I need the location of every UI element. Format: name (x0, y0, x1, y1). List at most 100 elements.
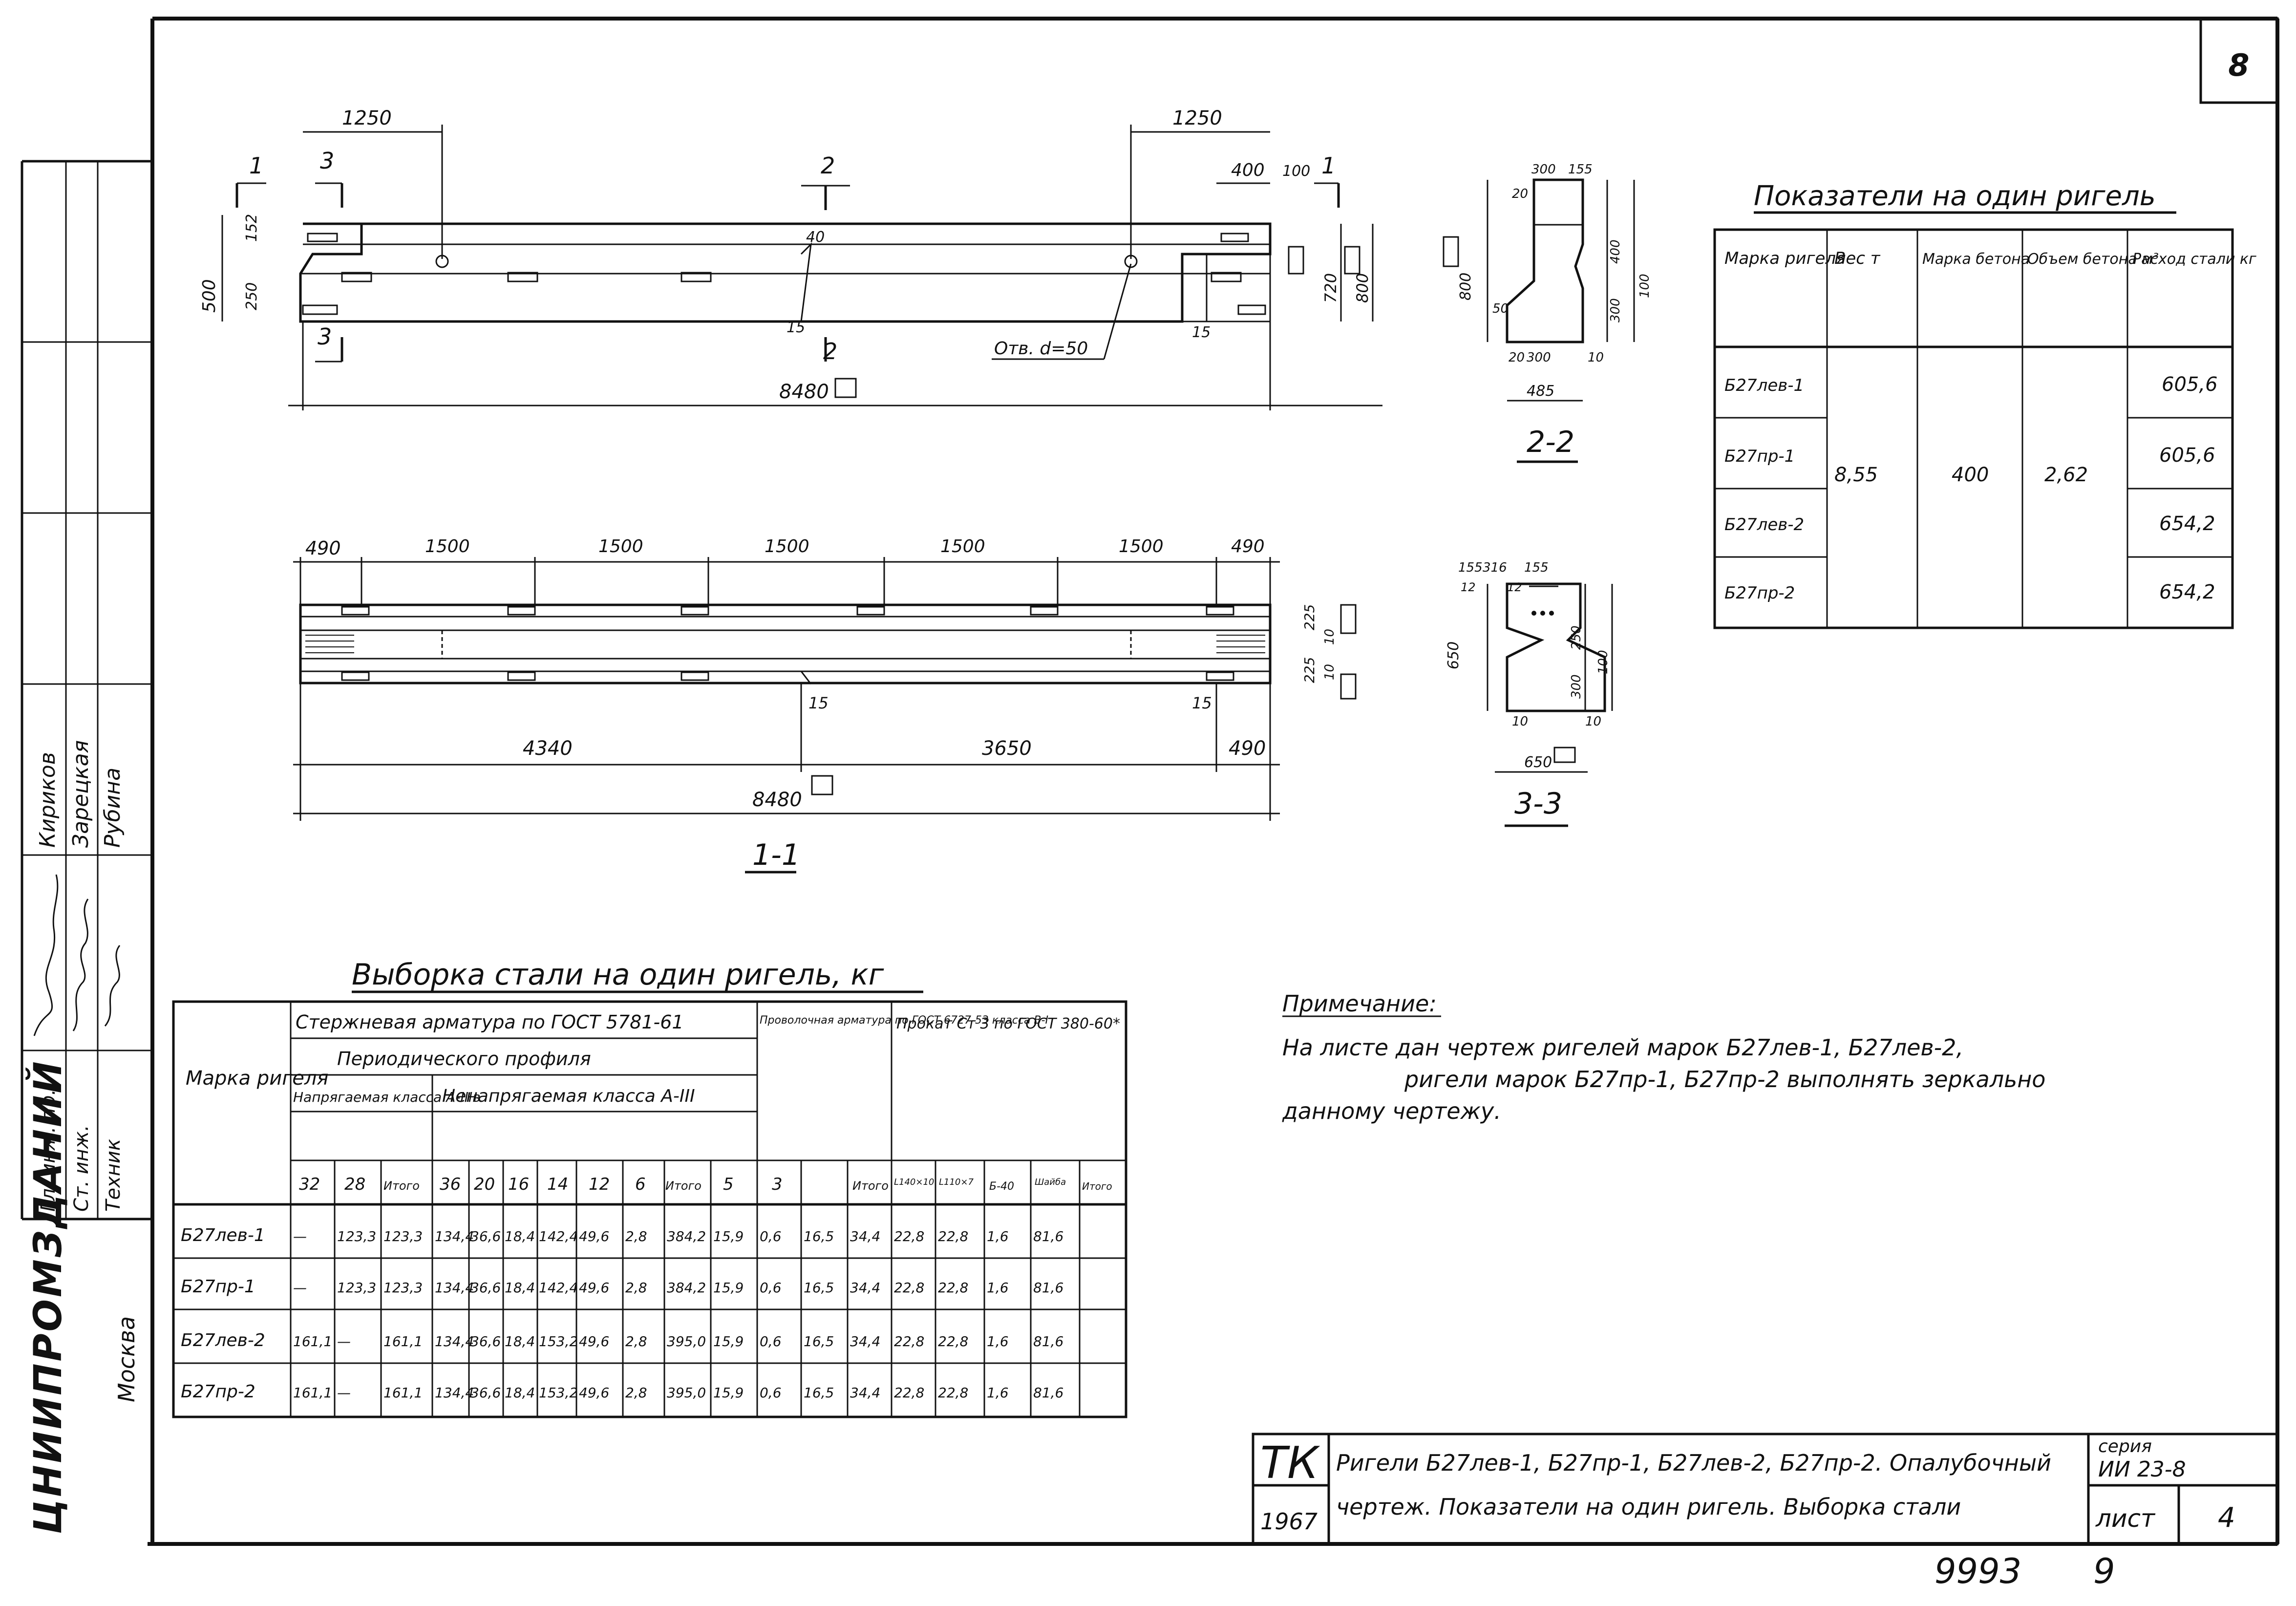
s22-dim-400: 400 (1608, 239, 1623, 264)
plan-dim-15-right: 15 (1192, 694, 1212, 712)
section-mark-3-top: 3 (320, 148, 334, 174)
s33-dim-10-left: 10 (1512, 714, 1528, 729)
note-line2: ригели марок Б27пр-1, Б27пр-2 выполнять … (1404, 1066, 2045, 1092)
steel-cell: 22,8 (894, 1280, 924, 1296)
steel-cell: 49,6 (579, 1385, 609, 1401)
s33-dim-316: 316 (1483, 560, 1507, 575)
steel-col-15: Б-40 (989, 1180, 1014, 1193)
ind-volume: 2,62 (2044, 464, 2088, 486)
steel-cell: 142,4 (539, 1280, 578, 1296)
ind-row4-steel: 654,2 (2159, 581, 2215, 603)
steel-cell: 15,9 (713, 1333, 744, 1349)
indicators-table: Показатели на один ригель Марка ригеля В… (1713, 180, 2256, 629)
s33-dim-100: 100 (1596, 650, 1611, 674)
sheet-label: лист (2095, 1504, 2156, 1533)
ind-row1-mark: Б27лев-1 (1724, 376, 1804, 395)
steel-cell: 22,8 (894, 1333, 924, 1349)
sheet-frame (148, 17, 2279, 1546)
s33-dim-12-right: 12 (1507, 580, 1522, 594)
title-line1: Ригели Б27лев-1, Б27пр-1, Б27лев-2, Б27п… (1336, 1450, 2051, 1476)
dim-400: 400 (1231, 160, 1265, 180)
plan-dim-10-1: 10 (1322, 629, 1337, 645)
plan-dim-490-left: 490 (305, 537, 341, 559)
ind-row3-steel: 654,2 (2159, 513, 2215, 535)
steel-cell: 81,6 (1033, 1333, 1063, 1349)
s33-dim-650b: 650 (1524, 754, 1552, 771)
steel-cell: 15,9 (713, 1385, 744, 1401)
page-number: 8 (2228, 47, 2249, 83)
s22-dim-800: 800 (1457, 273, 1474, 300)
steel-table: Выборка стали на один ригель, кг Марка р… (172, 958, 1127, 1418)
steel-cell: 49,6 (579, 1280, 609, 1296)
s33-dim-300: 300 (1569, 674, 1584, 699)
steel-cell: 134,4 (435, 1228, 474, 1244)
dim-250: 250 (243, 282, 260, 310)
steel-h-stressed: Напрягаемая класса А-IIIв (293, 1089, 481, 1105)
signature-3 (104, 945, 121, 1027)
steel-cell: 161,1 (383, 1333, 423, 1349)
dim-500: 500 (199, 279, 219, 313)
ind-weight: 8,55 (1834, 464, 1878, 486)
steel-cell: 36,6 (470, 1385, 501, 1401)
steel-cell: 134,4 (435, 1280, 474, 1296)
steel-title: Выборка стали на один ригель, кг (352, 958, 884, 992)
title-year: 1967 (1260, 1508, 1318, 1535)
steel-cell: 34,4 (850, 1333, 880, 1349)
steel-cell: 123,3 (383, 1280, 423, 1296)
steel-cell: 15,9 (713, 1228, 744, 1244)
plan-dim-1500-1: 1500 (425, 536, 470, 557)
steel-cell: 81,6 (1033, 1228, 1063, 1244)
steel-cell: 18,4 (505, 1385, 535, 1401)
stamp-org: ЦНИИПРОМЗДАНИЙ (25, 1059, 70, 1534)
s22-dim-50: 50 (1492, 301, 1509, 316)
dim-100: 100 (1282, 163, 1310, 180)
s22-title: 2-2 (1527, 425, 1574, 459)
steel-cell: 49,6 (579, 1228, 609, 1244)
steel-cell: 1,6 (987, 1228, 1009, 1244)
steel-col-16: Шайба (1035, 1177, 1066, 1187)
steel-cell: 1,6 (987, 1280, 1009, 1296)
steel-cell: 2,8 (625, 1280, 647, 1296)
dim-15-right: 15 (1192, 324, 1211, 341)
s22-dim-100: 100 (1637, 274, 1652, 298)
steel-cell: 0,6 (760, 1385, 782, 1401)
steel-cell: 161,1 (293, 1385, 332, 1401)
note: Примечание: На листе дан чертеж ригелей … (1282, 990, 2045, 1124)
steel-cell: 34,4 (850, 1228, 880, 1244)
stamp-role-chief: Гл. инж. пр. (37, 1089, 60, 1212)
plan-dim-225-2: 225 (1301, 657, 1318, 683)
steel-col-13: L140×10 (894, 1177, 934, 1187)
steel-cell: 16,5 (804, 1280, 834, 1296)
steel-cell: 16,5 (804, 1333, 834, 1349)
s22-dim-20: 20 (1512, 187, 1528, 201)
title-code: ТК (1260, 1437, 1320, 1489)
s33-dim-650: 650 (1445, 642, 1462, 669)
plan-dim-490-right: 490 (1231, 536, 1265, 557)
steel-col-headers: 32 28 Итого 36 20 16 14 12 6 Итого 5 3 И… (299, 1175, 1112, 1194)
s22-dim-155: 155 (1568, 162, 1593, 177)
note-line3: данному чертежу. (1282, 1098, 1501, 1124)
dim-1250-left: 1250 (342, 107, 392, 129)
s33-dim-155-left: 155 (1458, 560, 1483, 575)
plan-total-length: 8480 (752, 789, 802, 811)
steel-cell: 123,3 (383, 1228, 423, 1244)
steel-cell: 81,6 (1033, 1280, 1063, 1296)
s33-dim-12-left: 12 (1461, 580, 1476, 594)
section-mark-1-left: 1 (249, 152, 263, 179)
steel-cell: 1,6 (987, 1333, 1009, 1349)
steel-cell: 18,4 (505, 1333, 535, 1349)
dim-800: 800 (1353, 273, 1372, 303)
ind-row2-mark: Б27пр-1 (1724, 447, 1795, 466)
s33-dim-10-right: 10 (1585, 714, 1601, 729)
steel-cell: 384,2 (667, 1228, 706, 1244)
steel-cell: 161,1 (383, 1385, 423, 1401)
ind-concrete: 400 (1952, 464, 1989, 486)
steel-cell: 15,9 (713, 1280, 744, 1296)
ind-row2-steel: 605,6 (2159, 444, 2215, 467)
steel-cell: 134,4 (435, 1385, 474, 1401)
ind-h-mark: Марка ригеля (1724, 249, 1846, 268)
steel-col-3: 36 (440, 1175, 461, 1194)
